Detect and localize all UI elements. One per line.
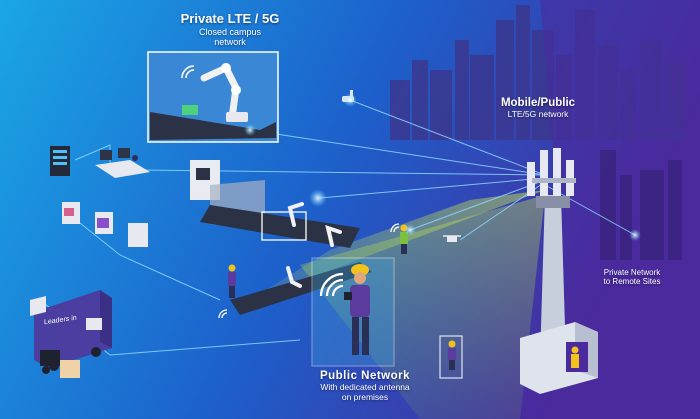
remote-sites-line: Private Network: [603, 268, 661, 277]
tablet-icon: [344, 292, 352, 300]
mobile-public-title: Mobile/Public: [500, 97, 576, 109]
highlight-box: [261, 211, 307, 241]
drone-icon: [443, 235, 461, 242]
cell-tower-icon: [527, 148, 576, 360]
mobile-public-label: Mobile/Public LTE/5G network: [478, 97, 598, 120]
mobile-public-subtitle: LTE/5G network: [507, 109, 569, 120]
delivery-truck-icon: [30, 290, 112, 371]
factory-silhouette: [600, 150, 682, 260]
iot-sensor-icon: [62, 202, 148, 247]
sensor-chip-icon: [182, 105, 198, 115]
private-lte-title: Private LTE / 5G: [180, 11, 280, 26]
public-network-subtitle: With dedicated antenna: [320, 382, 410, 393]
public-network-subtitle: on premises: [341, 391, 389, 402]
private-campus-panel: [147, 51, 279, 143]
highlight-box: [439, 335, 463, 379]
robot-arm-icon: [200, 63, 248, 122]
forklift-icon: [40, 350, 80, 378]
wifi-signal-icon: [319, 272, 344, 297]
worker-icon: [344, 264, 370, 355]
cabinet-icon: [520, 322, 598, 394]
private-lte-label: Private LTE / 5G Closed campus network: [150, 11, 310, 48]
robot-arm-icon: [286, 202, 342, 288]
remote-sites-line: to Remote Sites: [603, 277, 661, 287]
private-lte-subtitle: Closed campus: [198, 26, 262, 37]
remote-sites-label: Private Network to Remote Sites: [582, 268, 682, 286]
wifi-signal-icon: [218, 223, 400, 319]
worker-icon: [448, 340, 456, 370]
server-rack-icon: [50, 146, 70, 176]
signal-glow: [244, 93, 641, 241]
public-network-label: Public Network With dedicated antenna on…: [285, 370, 445, 403]
public-network-title: Public Network: [319, 370, 411, 382]
worker-icon: [228, 264, 236, 298]
workstation-icon: [95, 148, 150, 178]
wifi-signal-icon: [181, 65, 195, 79]
coverage-beam-ground: [300, 195, 545, 419]
private-lte-subtitle: network: [214, 37, 246, 48]
